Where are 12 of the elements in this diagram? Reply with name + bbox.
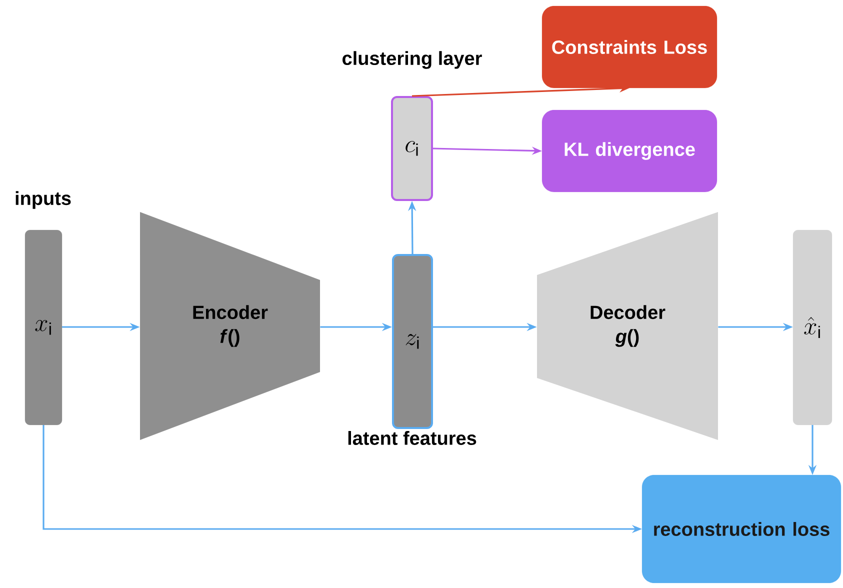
caption-label: clustering layer: [342, 51, 482, 69]
loss-box: Constraints Loss: [542, 6, 718, 88]
loss-box: reconstruction loss: [642, 474, 842, 584]
caption-label: inputs: [16, 191, 71, 209]
decoder-trapezoid: Decoder g(): [537, 212, 718, 440]
output-bar: $\hat{x}_\mathrm{i}$: [792, 230, 832, 426]
cluster-bar: $c_\mathrm{i}$: [391, 96, 433, 201]
latent-bar: $z_\mathrm{i}$: [392, 254, 433, 429]
input-bar: $x_\mathrm{i}$: [24, 230, 62, 426]
caption-label: latent features: [348, 431, 476, 445]
encoder-trapezoid: Encoder f(): [140, 212, 320, 440]
loss-box: KL divergence: [542, 110, 718, 192]
